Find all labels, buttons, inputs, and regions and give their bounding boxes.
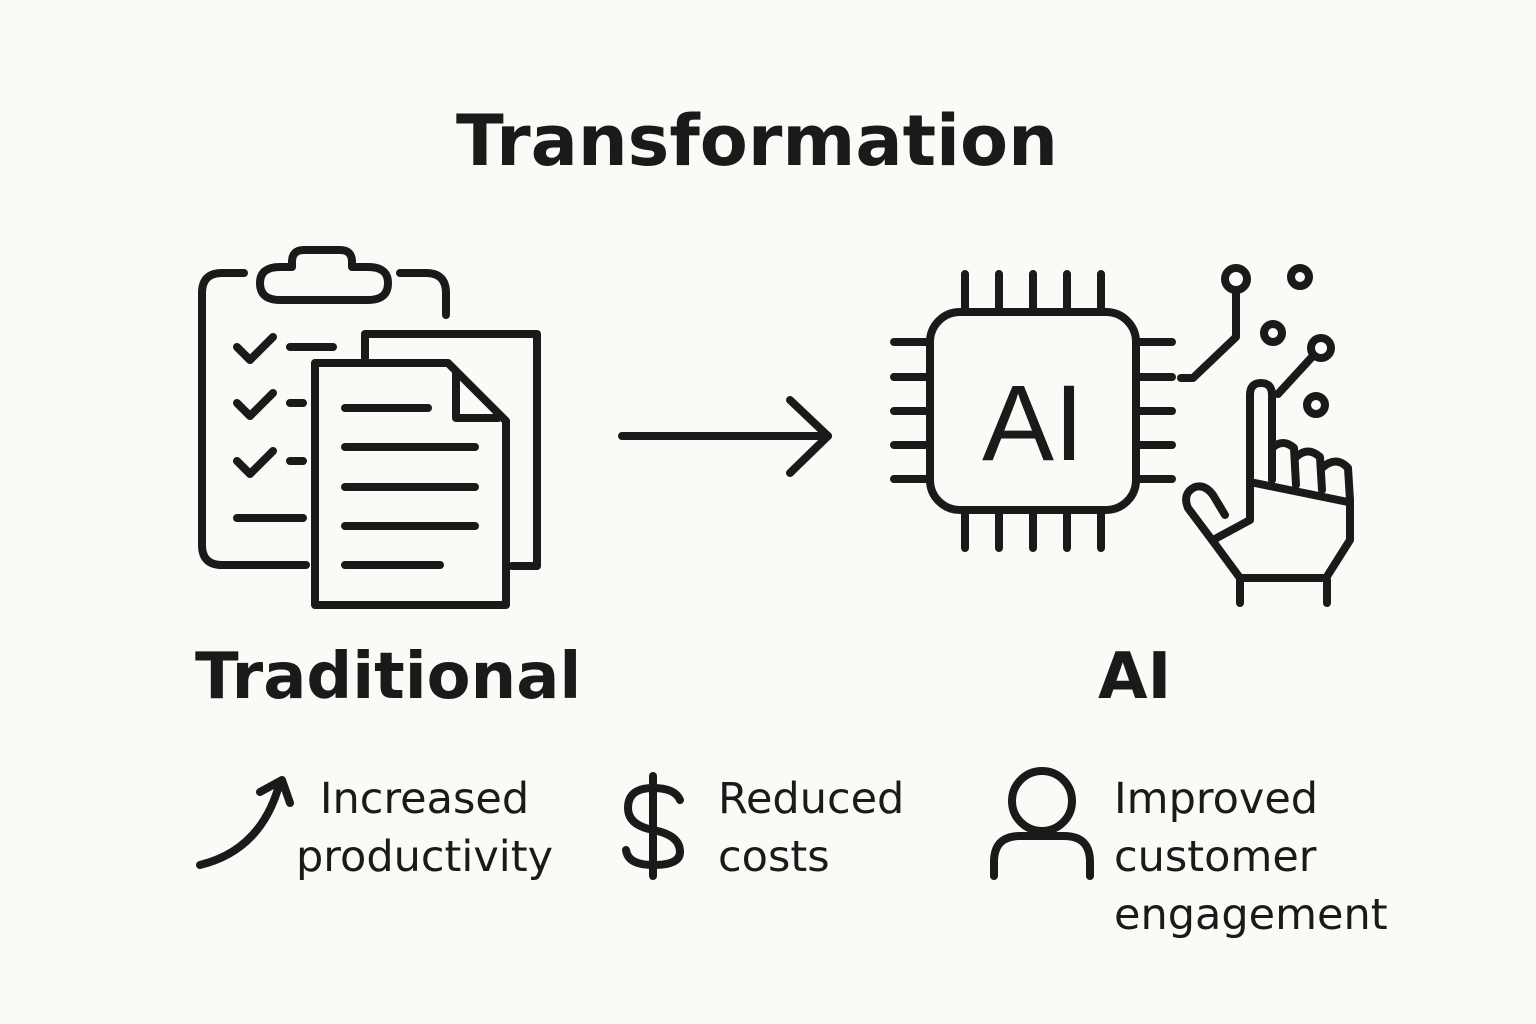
chip-text: AI xyxy=(982,362,1084,483)
dollar-icon xyxy=(622,772,684,880)
clipboard-documents-icon xyxy=(198,246,541,609)
benefit-productivity: Increased productivity xyxy=(296,770,553,886)
diagram-title: Transformation xyxy=(456,100,1058,182)
benefit-line: costs xyxy=(718,832,830,882)
benefit-line: Improved xyxy=(1114,774,1319,824)
ai-label: AI xyxy=(1098,640,1172,714)
benefit-line: productivity xyxy=(296,832,554,882)
traditional-label: Traditional xyxy=(195,640,582,714)
benefit-line: Reduced xyxy=(718,774,905,824)
touch-hand-icon xyxy=(1177,264,1354,607)
benefit-line: engagement xyxy=(1114,890,1388,940)
benefit-line: customer xyxy=(1114,832,1317,882)
benefit-line: Increased xyxy=(319,774,530,824)
trend-up-arrow-icon xyxy=(196,776,294,869)
transformation-arrow-icon xyxy=(618,396,832,477)
ai-chip-icon: AI xyxy=(890,270,1176,552)
benefit-costs: Reduced costs xyxy=(718,770,904,886)
person-icon xyxy=(990,767,1094,880)
benefit-engagement: Improved customer engagement xyxy=(1114,770,1388,944)
